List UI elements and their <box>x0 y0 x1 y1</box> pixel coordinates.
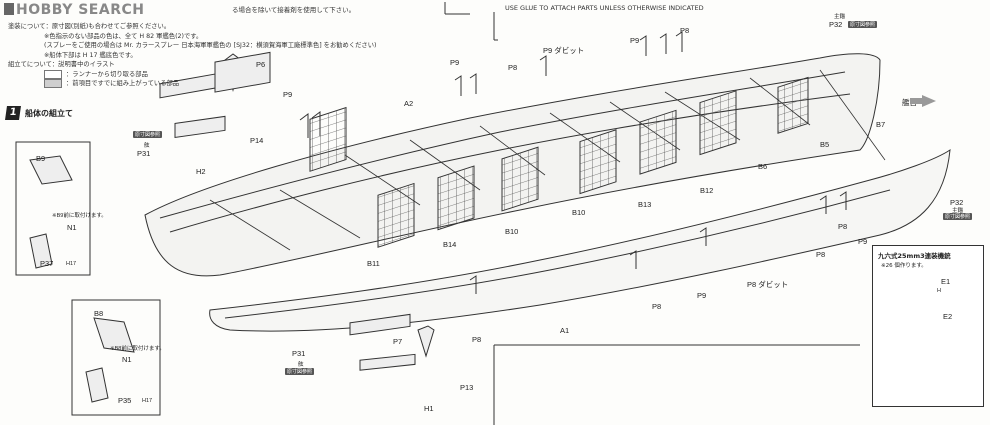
label-a1: A1 <box>560 326 570 335</box>
legend-gray: ：前項目ですでに組み上がっている部品 <box>8 79 179 89</box>
assembly-legend: 組立てについて：説明書中のイラスト ：ランナーから切り取る部品 ：前項目ですでに… <box>8 60 179 89</box>
ref-tag-top: 原寸図参照 <box>133 131 163 138</box>
assembly-arrows <box>209 69 886 251</box>
label-p8-e: P8 <box>652 302 662 311</box>
painting-line-3: (スプレーをご使用の場合は Mr. カラースプレー 日本海軍軍艦色の [SJ32… <box>44 42 377 49</box>
inset-note: ※26 個作ります。 <box>881 263 927 269</box>
label-p31-top-sub: 舷 <box>144 143 150 149</box>
label-p32-right-sub: 主錨 <box>952 208 964 214</box>
inset-label-h: H <box>937 288 941 294</box>
painting-notes: 塗装について：原寸図(別紙)も合わせてご参照ください。 ※色指示のない部品の色は… <box>8 22 377 60</box>
label-b9: B9 <box>36 154 46 163</box>
label-p37: P37 <box>40 259 54 268</box>
label-p9-e: P9 <box>697 291 707 300</box>
label-p13: P13 <box>460 383 474 392</box>
ref-tag-p32-right: 原寸図参照 <box>943 213 973 220</box>
step-number: 1 <box>5 106 21 120</box>
glue-note-en: USE GLUE TO ATTACH PARTS UNLESS OTHERWIS… <box>505 4 704 12</box>
ref-tag-bottom: 原寸図参照 <box>285 368 315 375</box>
inset-title: 九六式25mm3連装機銃 <box>878 252 951 260</box>
painting-line-1: 塗装について：原寸図(別紙)も合わせてご参照ください。 <box>8 23 171 30</box>
brand-logo: HOBBY SEARCH <box>4 2 144 18</box>
painting-line-2: ※色指示のない部品の色は、全て H 82 軍艦色(2)です。 <box>44 32 203 40</box>
label-p32-right: P32 <box>950 198 964 207</box>
glue-note-jp: る場合を除いて接着剤を使用して下さい。 <box>232 6 356 14</box>
logo-icon <box>4 3 14 15</box>
white-swatch <box>44 69 62 79</box>
label-p31-bottom-sub: 舷 <box>298 362 304 368</box>
label-n1-bottom: N1 <box>122 355 132 364</box>
label-p35: P35 <box>118 396 132 405</box>
label-p32-top-sub: 主錨 <box>834 14 846 20</box>
aa-gun-inset: 九六式25mm3連装機銃 ※26 個作ります。 E1 H E2 <box>872 245 984 407</box>
label-p9-d: P9 <box>858 237 868 246</box>
label-b6: B6 <box>758 162 768 171</box>
label-p8-d: P8 <box>816 250 826 259</box>
bow-arrow-icon <box>910 95 936 107</box>
step-heading: 1 船体の組立て <box>5 106 73 120</box>
gray-swatch <box>44 79 62 89</box>
note-bore-top: ※B9前に取付けます。 <box>52 213 107 219</box>
label-p8-c: P8 <box>838 222 848 231</box>
label-p8-dabit-bottom: P8 ダビット <box>747 280 789 289</box>
legend-white: ：ランナーから切り取る部品 <box>8 69 179 80</box>
label-p8-a: P8 <box>508 63 518 72</box>
label-n1-top: N1 <box>67 223 77 232</box>
label-h17-a: H17 <box>66 261 77 267</box>
label-p14: P14 <box>250 136 264 145</box>
label-b5: B5 <box>820 140 830 149</box>
label-bow: 艦首 <box>902 98 917 107</box>
label-h2: H2 <box>196 167 206 176</box>
label-p31-top: P31 <box>137 149 151 158</box>
label-p31-bottom: P31 <box>292 349 306 358</box>
label-p8-f: P8 <box>472 335 482 344</box>
label-p9-b: P9 <box>450 58 460 67</box>
label-h1: H1 <box>424 404 434 413</box>
davit-parts <box>299 31 847 294</box>
step-title: 船体の組立て <box>25 108 73 118</box>
label-p9-c-top: P9 <box>630 36 640 45</box>
label-p8-b: P8 <box>680 26 690 35</box>
label-b14: B14 <box>443 240 457 249</box>
label-b13: B13 <box>638 200 652 209</box>
label-b8: B8 <box>94 309 104 318</box>
label-b12: B12 <box>700 186 714 195</box>
ref-tag-p32-top: 原寸図参照 <box>848 21 878 28</box>
frame-lines <box>444 2 860 425</box>
label-b7: B7 <box>876 120 886 129</box>
label-h17-b: H17 <box>142 398 153 404</box>
label-b10-b: B10 <box>505 227 519 236</box>
label-b10-a: B10 <box>572 208 586 217</box>
inset-label-e1: E1 <box>941 277 951 286</box>
small-parts <box>29 51 435 403</box>
note-bore-bottom: ※B8前に取付けます。 <box>110 346 165 352</box>
label-p9-dabit-top: P9 ダビット <box>543 46 585 55</box>
painting-line-4: ※船体下部は H 17 艦底色です。 <box>44 51 137 59</box>
label-a2: A2 <box>404 99 414 108</box>
label-p6: P6 <box>256 60 266 69</box>
label-p9-a: P9 <box>283 90 293 99</box>
label-p32-top: P32 <box>829 20 843 29</box>
label-b11: B11 <box>367 259 380 268</box>
label-p7: P7 <box>393 337 403 346</box>
inset-boxes <box>15 141 161 416</box>
assembly-title: 組立てについて：説明書中のイラスト <box>8 61 115 68</box>
inset-label-e2: E2 <box>943 312 953 321</box>
